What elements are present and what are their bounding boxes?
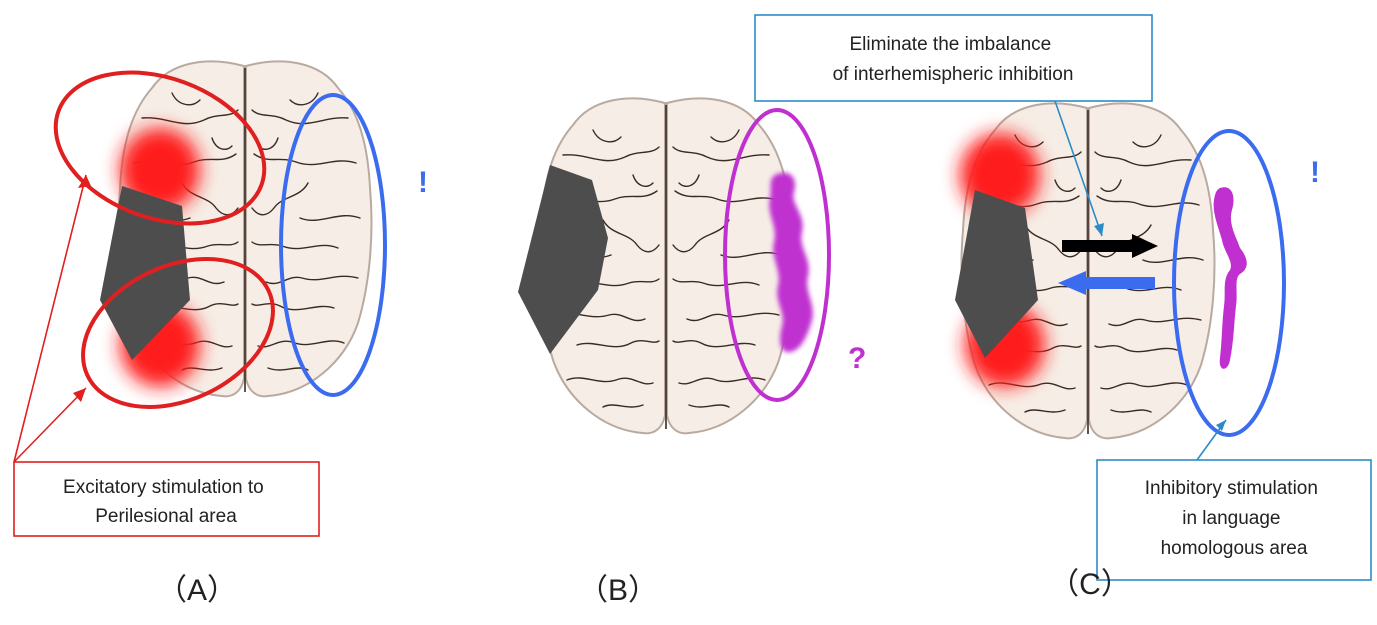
exclamation-mark-a: ! <box>418 166 428 199</box>
panel-a: ! Excitatory stimulation to Perilesional… <box>14 45 428 607</box>
plastic-region-c <box>1214 187 1247 369</box>
panel-b: ? （B） <box>518 98 866 607</box>
question-mark-b: ? <box>848 342 866 375</box>
panel-label-a: （A） <box>157 574 237 607</box>
panel-label-b: （B） <box>578 574 658 607</box>
panel-label-c: （C） <box>1049 568 1131 601</box>
exclamation-mark-c: ! <box>1310 156 1320 189</box>
panel-c: ! Eliminate the imbalance of interhemisp… <box>755 15 1371 601</box>
callout-arrow-lower <box>14 388 86 462</box>
imbalance-callout-box <box>755 15 1152 101</box>
callout-arrow-upper <box>14 175 86 462</box>
